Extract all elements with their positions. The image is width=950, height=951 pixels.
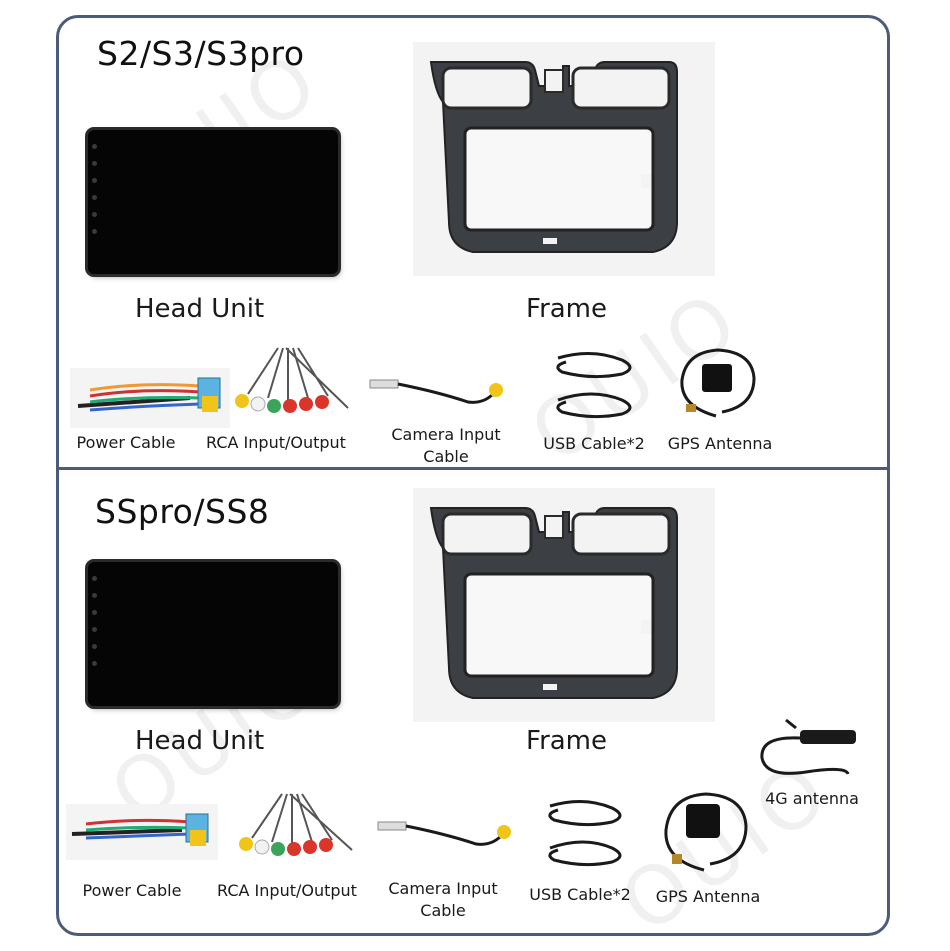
variant-title-bottom: SSpro/SS8	[95, 492, 270, 531]
outer-panel	[56, 15, 890, 936]
head-unit-image	[88, 130, 338, 274]
gps-label: GPS Antenna	[655, 887, 761, 906]
power-cable-image	[70, 368, 230, 428]
gps-antenna-image	[664, 792, 748, 872]
usb-label: USB Cable*2	[543, 434, 645, 453]
usb-label: USB Cable*2	[529, 885, 631, 904]
frame-image	[429, 507, 678, 699]
power-cable-label: Power Cable	[82, 881, 182, 900]
usb-cable-image	[556, 351, 632, 419]
head-unit-label: Head Unit	[135, 726, 265, 756]
head-unit-image	[88, 562, 338, 706]
usb-cable-image	[548, 799, 622, 867]
variant-title-top: S2/S3/S3pro	[97, 34, 305, 73]
camera-cable-image	[369, 379, 503, 404]
head-unit-label: Head Unit	[135, 294, 265, 324]
gps-antenna-image	[680, 348, 756, 418]
frame-label: Frame	[526, 294, 608, 324]
rca-cable-image	[239, 793, 353, 856]
power-cable-label: Power Cable	[76, 433, 176, 452]
frame-image	[429, 61, 678, 253]
camera-cable-image	[377, 821, 511, 846]
camera-cable-label: Camera Input Cable	[388, 879, 498, 920]
4g-antenna-image	[760, 718, 856, 775]
rca-cable-image	[235, 347, 349, 413]
section-divider	[56, 467, 890, 470]
gps-label: GPS Antenna	[667, 434, 773, 453]
power-cable-image	[66, 804, 218, 860]
rca-label: RCA Input/Output	[206, 433, 346, 452]
frame-label: Frame	[526, 726, 608, 756]
4g-antenna-label: 4G antenna	[765, 789, 859, 808]
rca-label: RCA Input/Output	[217, 881, 357, 900]
camera-cable-label: Camera Input Cable	[391, 425, 501, 466]
